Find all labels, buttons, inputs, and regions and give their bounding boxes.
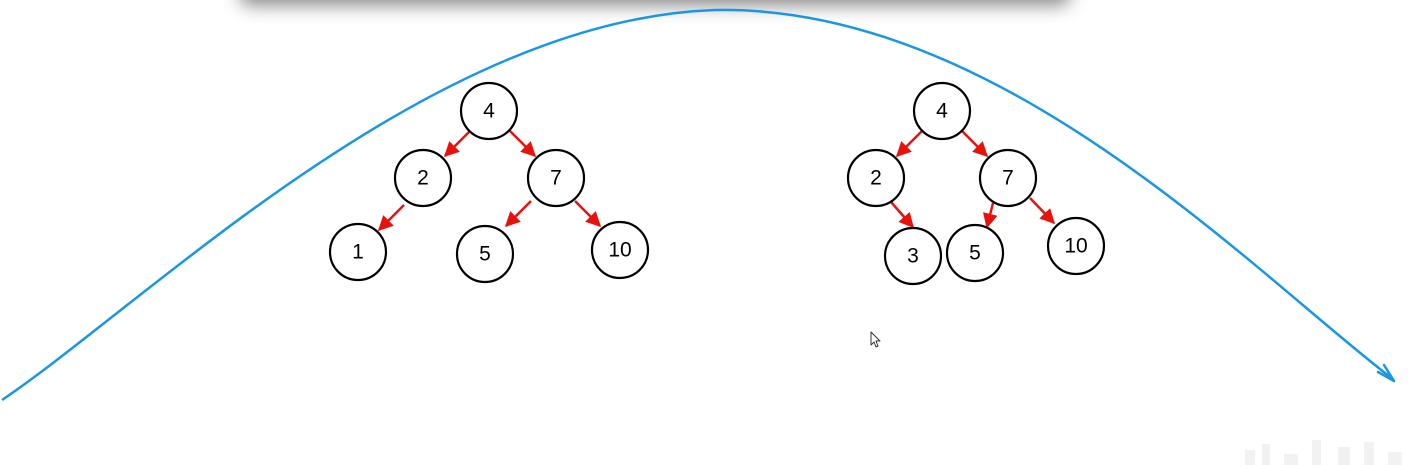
node-label: 2 (417, 167, 429, 190)
tree-node: 5 (945, 223, 1005, 283)
blue-arc-curve (1, 8, 1395, 402)
tree-edge (895, 130, 923, 158)
tree-node: 4 (459, 81, 519, 141)
tree-edge (890, 201, 914, 229)
blue-arc-arrowhead (1376, 363, 1396, 383)
node-label: 4 (936, 100, 948, 123)
watermark-smudge (1245, 440, 1402, 465)
node-label: 3 (907, 245, 919, 268)
tree-node: 7 (526, 148, 586, 208)
window-shadow (241, 0, 1069, 5)
tree-edge (504, 200, 532, 228)
tree-node: 10 (1046, 216, 1106, 276)
tree-node: 5 (455, 224, 515, 284)
node-label: 5 (479, 243, 491, 266)
tree-edge (574, 200, 602, 228)
left-tree: 4 2 7 1 5 10 (328, 81, 650, 284)
node-label: 5 (969, 242, 981, 265)
tree-edge (1029, 197, 1056, 225)
node-label: 10 (608, 239, 631, 262)
node-label: 4 (483, 100, 495, 123)
tree-node: 1 (328, 222, 388, 282)
node-label: 7 (550, 167, 562, 190)
tree-node: 2 (846, 148, 906, 208)
tree-edge (377, 204, 405, 232)
tree-node: 2 (393, 148, 453, 208)
tree-node: 7 (978, 148, 1038, 208)
tree-node: 10 (590, 220, 650, 280)
tree-node: 4 (912, 81, 972, 141)
node-label: 7 (1002, 167, 1014, 190)
tree-edge (443, 130, 471, 158)
tree-edge (509, 130, 537, 158)
tree-node: 3 (883, 226, 943, 286)
node-label: 1 (352, 241, 364, 264)
tree-edge (961, 130, 989, 158)
mouse-cursor-icon (870, 331, 881, 348)
right-tree: 4 2 7 3 5 10 (846, 81, 1106, 286)
node-label: 2 (870, 167, 882, 190)
node-label: 10 (1064, 235, 1087, 258)
tree-edge (982, 202, 998, 229)
